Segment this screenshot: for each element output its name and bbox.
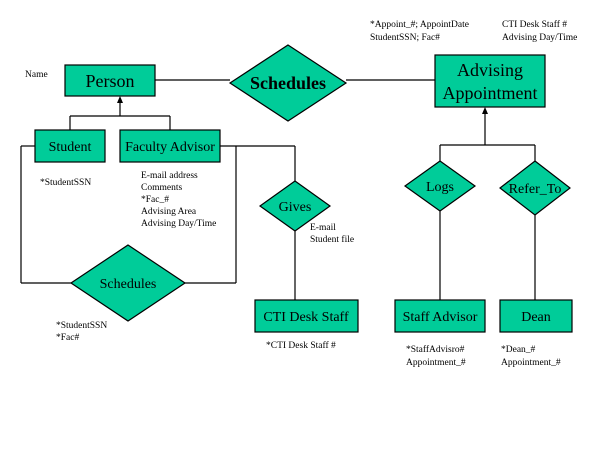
- attributes-appointment-right: CTI Desk Staff # Advising Day/Time: [502, 19, 577, 43]
- attributes-faculty-advisor: E-mail address Comments *Fac_# Advising …: [141, 171, 216, 229]
- entity-advising-appointment[interactable]: Advising Appointment: [434, 54, 546, 108]
- attributes-staff-advisor: *StaffAdvisro# Appointment_#: [406, 344, 466, 368]
- entity-dean-label: Dean: [521, 310, 551, 325]
- entity-advising-appointment-label-1: Advising: [457, 60, 523, 80]
- entity-student-label: Student: [49, 140, 92, 155]
- relationship-logs-label: Logs: [426, 180, 454, 195]
- attributes-appointment-left: *Appoint_#; AppointDate StudentSSN; Fac#: [370, 20, 469, 43]
- arrowhead-icon: [482, 107, 488, 114]
- attribute-text: *StaffAdvisro#: [406, 344, 465, 355]
- connector-student-schedules: [20, 145, 71, 284]
- entity-student[interactable]: Student: [34, 129, 106, 163]
- attribute-text: E-mail address: [141, 171, 198, 181]
- attributes-schedules-bottom: *StudentSSN *Fac#: [56, 321, 107, 343]
- generalization-appointment: [439, 107, 536, 161]
- attribute-text: Comments: [141, 183, 182, 193]
- arrowhead-icon: [117, 96, 123, 103]
- attributes-student: *StudentSSN: [40, 178, 91, 188]
- attributes-cti-desk-staff: *CTI Desk Staff #: [266, 340, 336, 351]
- relationship-refer-to[interactable]: Refer_To: [499, 160, 571, 216]
- attribute-text: *StudentSSN: [40, 178, 91, 188]
- entity-cti-desk-staff-label: CTI Desk Staff: [263, 310, 349, 325]
- attributes-dean: *Dean_# Appointment_#: [501, 345, 561, 368]
- attribute-text: Advising Area: [141, 207, 197, 217]
- relationship-schedules-top-label: Schedules: [250, 73, 326, 93]
- attribute-text: Advising Day/Time: [502, 33, 577, 43]
- entity-advising-appointment-label-2: Appointment: [443, 83, 538, 103]
- attribute-text: *Dean_#: [501, 345, 536, 355]
- attribute-text: *Appoint_#; AppointDate: [370, 20, 469, 30]
- generalization-person: [69, 96, 171, 130]
- attribute-text: CTI Desk Staff #: [502, 19, 567, 30]
- entity-person[interactable]: Person: [64, 64, 156, 97]
- attributes-person: Name: [25, 70, 48, 80]
- attribute-text: Student file: [310, 234, 354, 245]
- attribute-text: *StudentSSN: [56, 321, 107, 331]
- relationship-schedules-top[interactable]: Schedules: [228, 44, 348, 122]
- entity-person-label: Person: [86, 71, 135, 91]
- attribute-text: *Fac_#: [141, 195, 169, 205]
- attribute-text: Appointment_#: [406, 358, 466, 368]
- relationship-logs[interactable]: Logs: [403, 160, 477, 212]
- entity-staff-advisor[interactable]: Staff Advisor: [394, 299, 486, 333]
- attribute-text: StudentSSN; Fac#: [370, 33, 440, 43]
- entity-cti-desk-staff[interactable]: CTI Desk Staff: [254, 299, 359, 333]
- attribute-text: Appointment_#: [501, 358, 561, 368]
- relationship-schedules-bottom-label: Schedules: [100, 277, 157, 292]
- connector-faculty-schedules: [185, 145, 295, 284]
- relationship-gives[interactable]: Gives: [258, 180, 332, 232]
- attribute-text: *Fac#: [56, 333, 79, 343]
- attribute-text: Advising Day/Time: [141, 219, 216, 229]
- entity-faculty-advisor[interactable]: Faculty Advisor: [119, 129, 221, 163]
- attribute-text: *CTI Desk Staff #: [266, 340, 336, 351]
- entity-staff-advisor-label: Staff Advisor: [403, 310, 478, 325]
- attribute-text: Name: [25, 70, 48, 80]
- relationship-refer-to-label: Refer_To: [509, 182, 562, 197]
- entity-faculty-advisor-label: Faculty Advisor: [125, 140, 215, 155]
- relationship-gives-label: Gives: [279, 200, 312, 215]
- entity-dean[interactable]: Dean: [499, 299, 573, 333]
- relationship-schedules-bottom[interactable]: Schedules: [69, 244, 187, 322]
- attribute-text: E-mail: [310, 223, 336, 233]
- attributes-gives: E-mail Student file: [310, 223, 354, 245]
